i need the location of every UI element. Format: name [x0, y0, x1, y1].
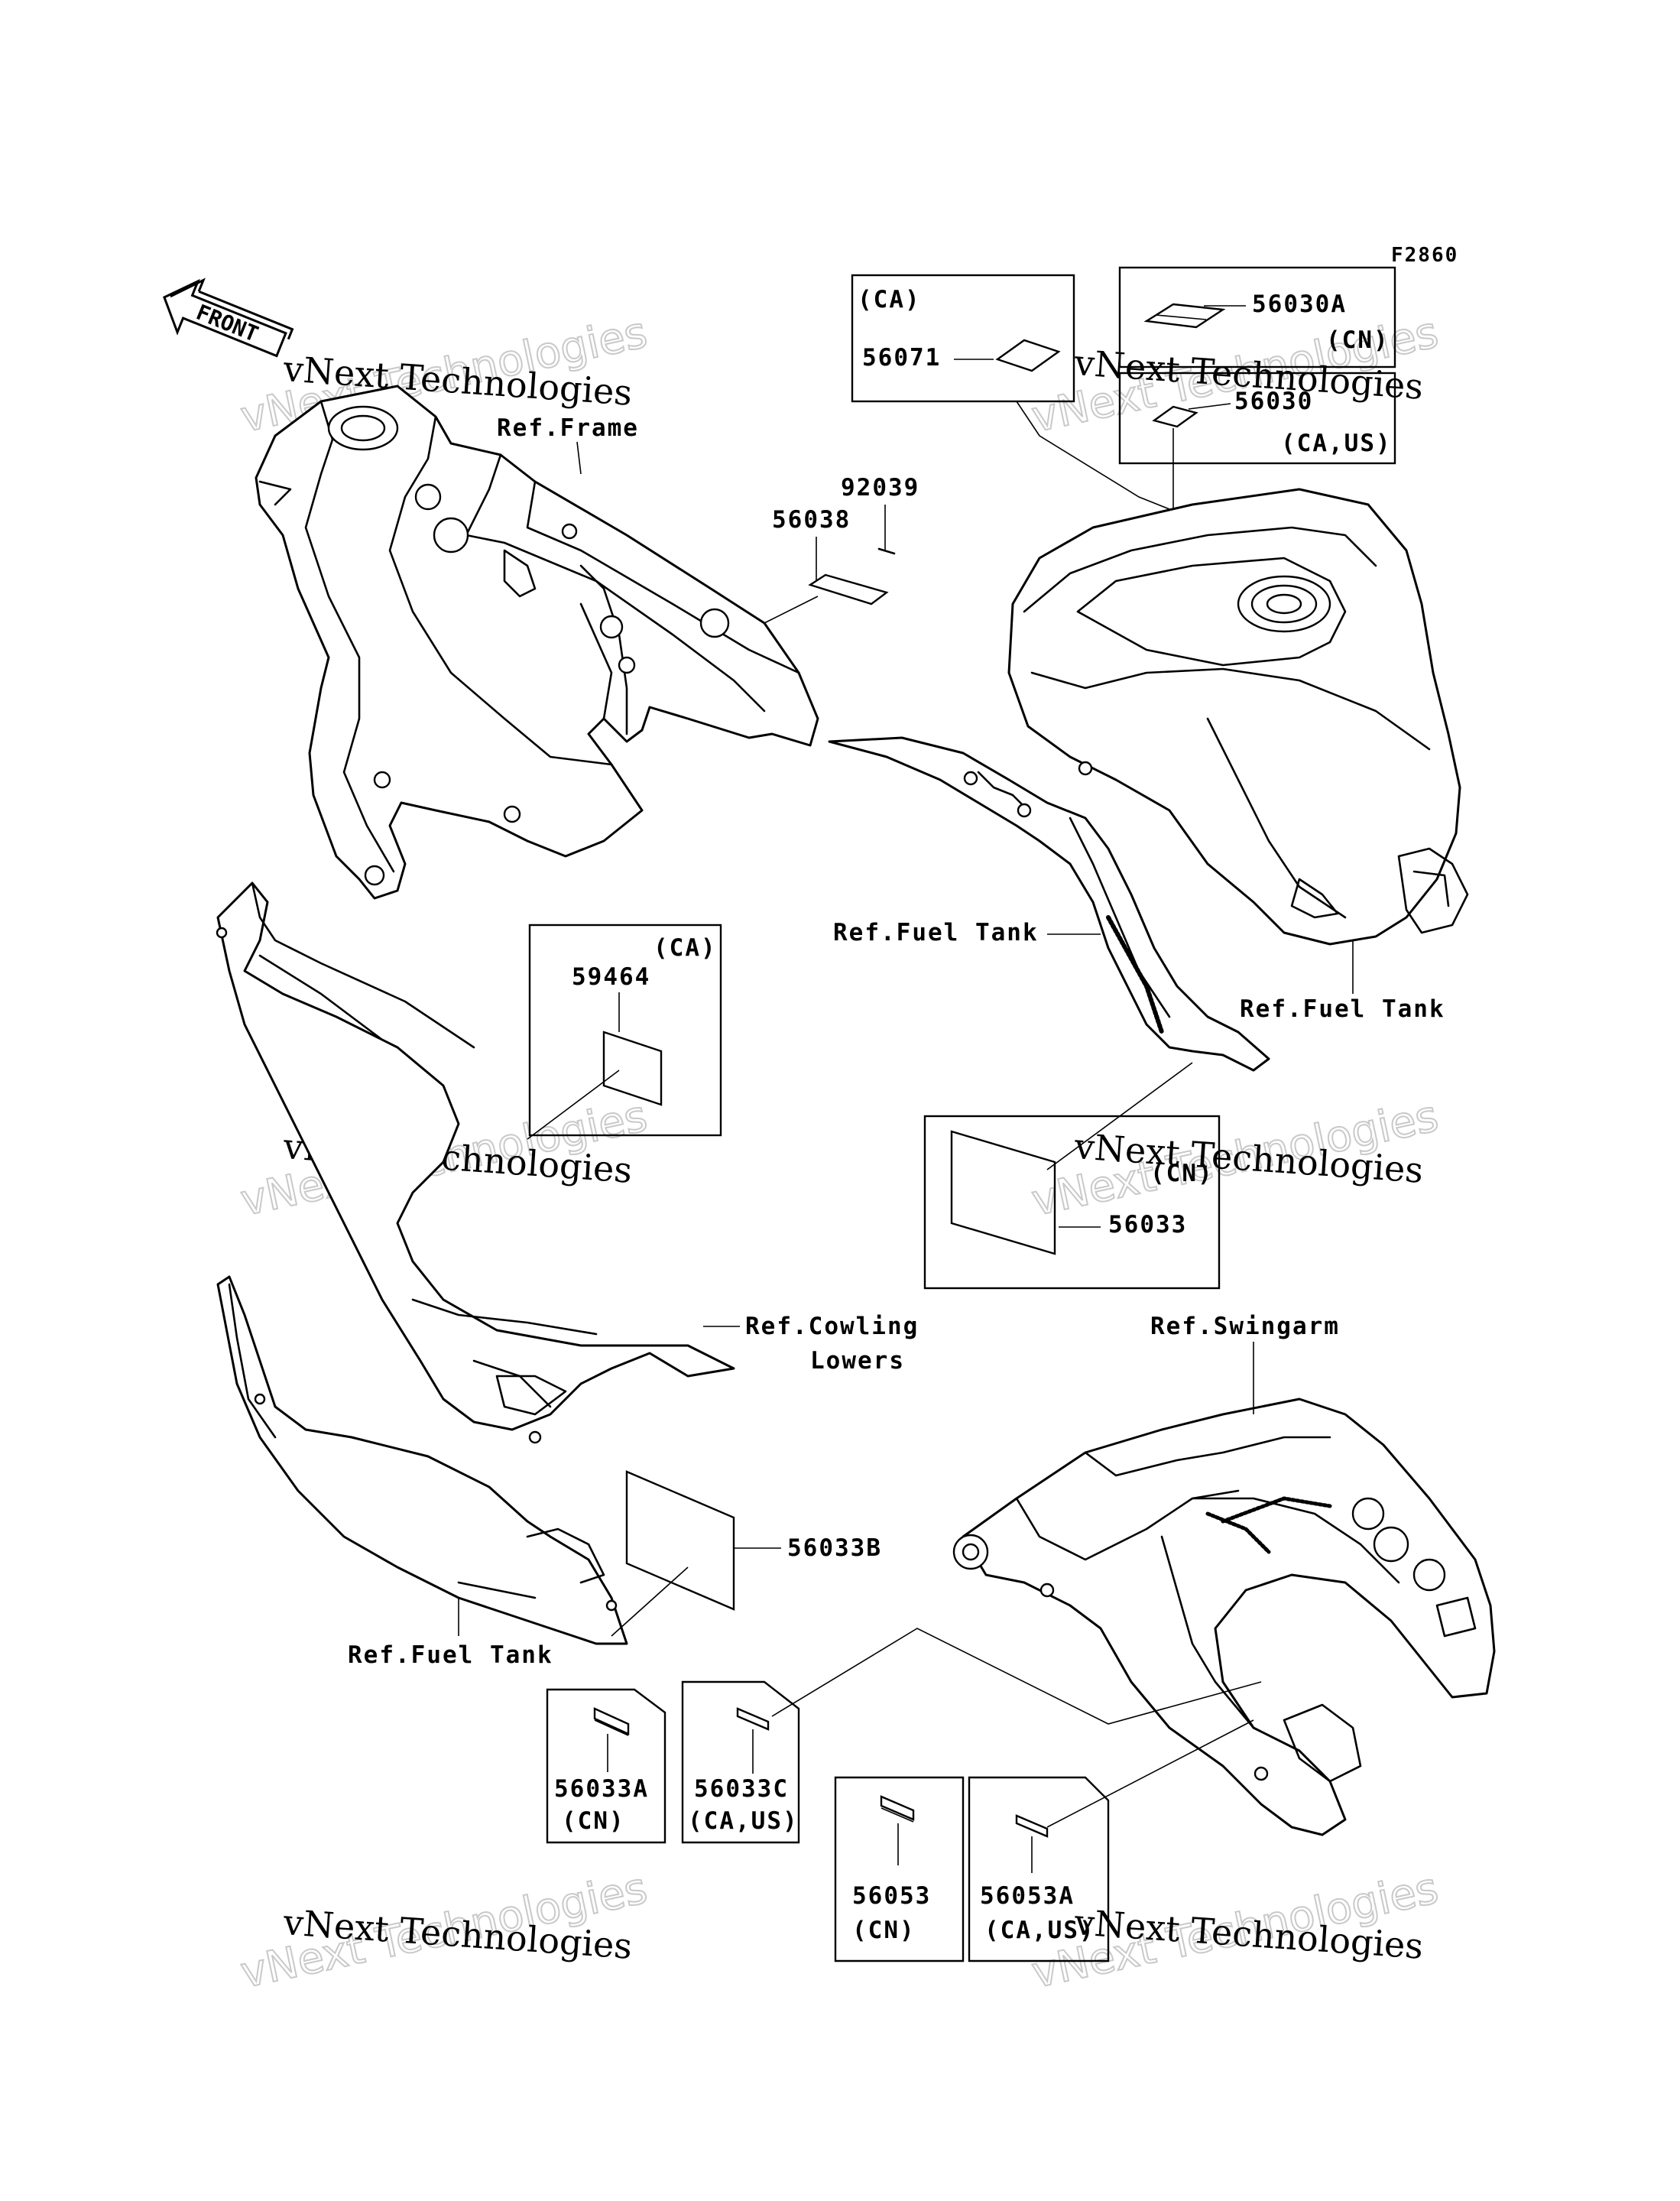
ref-fuel-tank-a-label: Ref.Fuel Tank: [1240, 995, 1445, 1023]
svg-text:56033B: 56033B: [787, 1534, 882, 1562]
frame-drawing: [255, 385, 819, 900]
cowling-drawing: [216, 881, 735, 1444]
part-56033B-sticker: 56033B: [611, 1470, 882, 1637]
front-arrow-icon: FRONT: [163, 278, 294, 358]
ref-frame-label: Ref.Frame: [497, 414, 639, 442]
part-56038-label: 56038: [772, 506, 851, 534]
svg-text:(CN): (CN): [562, 1807, 625, 1835]
svg-text:56053: 56053: [852, 1882, 931, 1910]
swingarm-drawing: [952, 1398, 1496, 1836]
leader-56053A: [1046, 1719, 1254, 1828]
part-59464-box: (CA) 59464: [528, 924, 722, 1137]
fuel-tank-drawing: [1007, 488, 1469, 946]
part-56030A-box: 56030A (CN): [1118, 266, 1396, 368]
ref-fuel-tank-b-label: Ref.Fuel Tank: [833, 919, 1039, 946]
svg-text:56033: 56033: [1108, 1211, 1187, 1238]
ref-frame-leader: [576, 441, 582, 475]
svg-text:(CA,US): (CA,US): [984, 1917, 1095, 1944]
svg-text:56030A: 56030A: [1252, 291, 1347, 318]
part-56030-box: 56030 (CA,US): [1118, 372, 1396, 465]
watermark-mid-right: vNext Technologies vNext Technologies: [1026, 1091, 1443, 1227]
figure-code: F2860: [1391, 244, 1458, 267]
watermark-bottom-left: vNext Technologies vNext Technologies: [235, 1863, 652, 1999]
leader-56033C: [771, 1628, 1262, 1725]
leader-56033: [1046, 1062, 1193, 1170]
part-92039-label: 92039: [841, 474, 919, 502]
svg-text:(CA): (CA): [858, 286, 921, 313]
ref-cowling-line2: Lowers: [810, 1347, 905, 1375]
svg-text:56030: 56030: [1234, 388, 1313, 415]
svg-text:(CN): (CN): [1150, 1160, 1214, 1187]
svg-text:FRONT: FRONT: [193, 300, 262, 347]
svg-text:(CA,US): (CA,US): [688, 1807, 799, 1835]
svg-text:(CN): (CN): [1326, 326, 1390, 354]
svg-text:(CA): (CA): [654, 934, 717, 962]
svg-text:56053A: 56053A: [980, 1882, 1075, 1910]
part-56033-box: (CN) 56033: [923, 1115, 1221, 1290]
part-56033C-box: 56033C (CA,US): [681, 1680, 800, 1844]
ref-cowling-line1: Ref.Cowling: [745, 1313, 919, 1340]
part-56053A-box: 56053A (CA,US): [968, 1776, 1110, 1962]
ref-swingarm-label: Ref.Swingarm: [1150, 1313, 1340, 1340]
svg-text:(CN): (CN): [852, 1917, 916, 1944]
tank-bracket-drawing: [828, 736, 1270, 1072]
svg-text:56033A: 56033A: [554, 1775, 649, 1803]
lower-fuel-tank-cover-drawing: [216, 1275, 628, 1645]
svg-text:(CA,US): (CA,US): [1281, 430, 1392, 457]
part-56038-sticker: [764, 547, 896, 624]
part-56033A-box: 56033A (CN): [546, 1688, 666, 1844]
svg-text:59464: 59464: [572, 963, 650, 991]
leader-59464: [527, 1070, 620, 1140]
part-56071-box: (CA) 56071: [851, 274, 1075, 403]
svg-text:56071: 56071: [862, 344, 941, 372]
svg-text:56033C: 56033C: [694, 1775, 789, 1803]
leader-56071: [1016, 401, 1178, 513]
part-56053-box: 56053 (CN): [834, 1776, 965, 1962]
ref-fuel-tank-c-label: Ref.Fuel Tank: [348, 1641, 553, 1669]
